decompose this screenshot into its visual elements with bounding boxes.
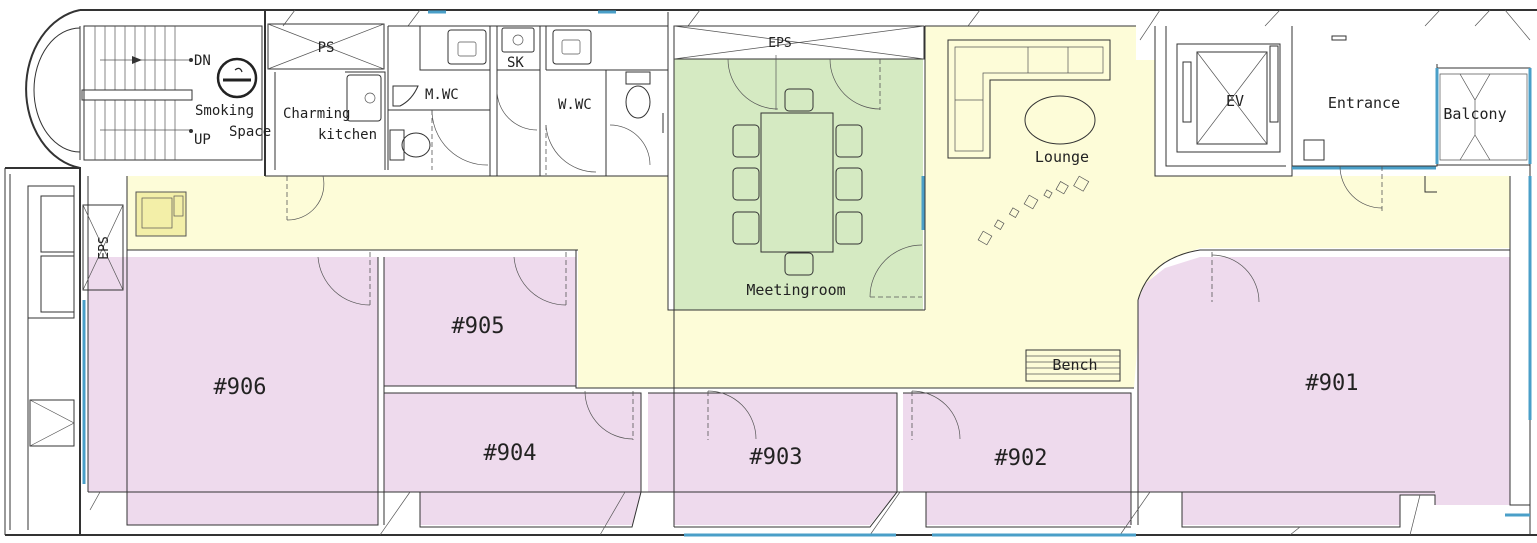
staircase	[79, 26, 193, 160]
eps-top-label: EPS	[768, 36, 791, 51]
office-doors	[317, 252, 1260, 440]
meeting-table	[732, 88, 923, 298]
stair-up-label: UP	[194, 132, 211, 148]
room-901-area	[1138, 257, 1510, 525]
room-902-label: #902	[995, 446, 1048, 471]
meetingroom-label: Meetingroom	[746, 281, 845, 299]
room-903-label: #903	[750, 445, 803, 470]
entrance-label: Entrance	[1328, 94, 1400, 112]
space-label: Space	[229, 124, 271, 140]
ps-label: PS	[318, 40, 335, 56]
room-904-label: #904	[484, 441, 537, 466]
exterior-hatch	[89, 9, 1531, 536]
restroom-fixtures	[387, 25, 668, 176]
balcony-label: Balcony	[1443, 105, 1506, 123]
room-906-label: #906	[214, 375, 267, 400]
labels: DN UP Smoking Space PS Charming kitchen …	[97, 36, 1507, 471]
room-905-label: #905	[452, 314, 505, 339]
lounge-furniture	[947, 39, 1111, 246]
no-smoking-icon	[216, 57, 258, 99]
room-901-label: #901	[1306, 371, 1359, 396]
mwc-label: M.WC	[425, 87, 459, 103]
glass-windows	[82, 10, 1532, 537]
ev-label: EV	[1226, 92, 1244, 110]
charming-label: Charming	[283, 106, 350, 122]
copier	[135, 191, 187, 237]
eps-left-label: EPS	[97, 236, 112, 259]
room-905-area	[384, 257, 576, 386]
lounge-label: Lounge	[1035, 148, 1089, 166]
kitchen-label: kitchen	[318, 127, 377, 143]
eps-top-shaft	[673, 25, 925, 110]
bench	[1025, 349, 1121, 382]
ps-shaft	[267, 23, 385, 70]
smoking-label: Smoking	[195, 103, 254, 119]
sk-label: SK	[507, 55, 524, 71]
corridor-area	[127, 26, 1510, 388]
room-906-area	[88, 257, 378, 525]
walls	[4, 9, 1537, 536]
bench-label: Bench	[1052, 356, 1097, 374]
elevator	[1176, 43, 1281, 153]
stair-dn-label: DN	[194, 53, 211, 69]
kitchen-fixtures	[274, 71, 386, 221]
wwc-label: W.WC	[558, 97, 592, 113]
entrance-details	[1303, 35, 1528, 212]
